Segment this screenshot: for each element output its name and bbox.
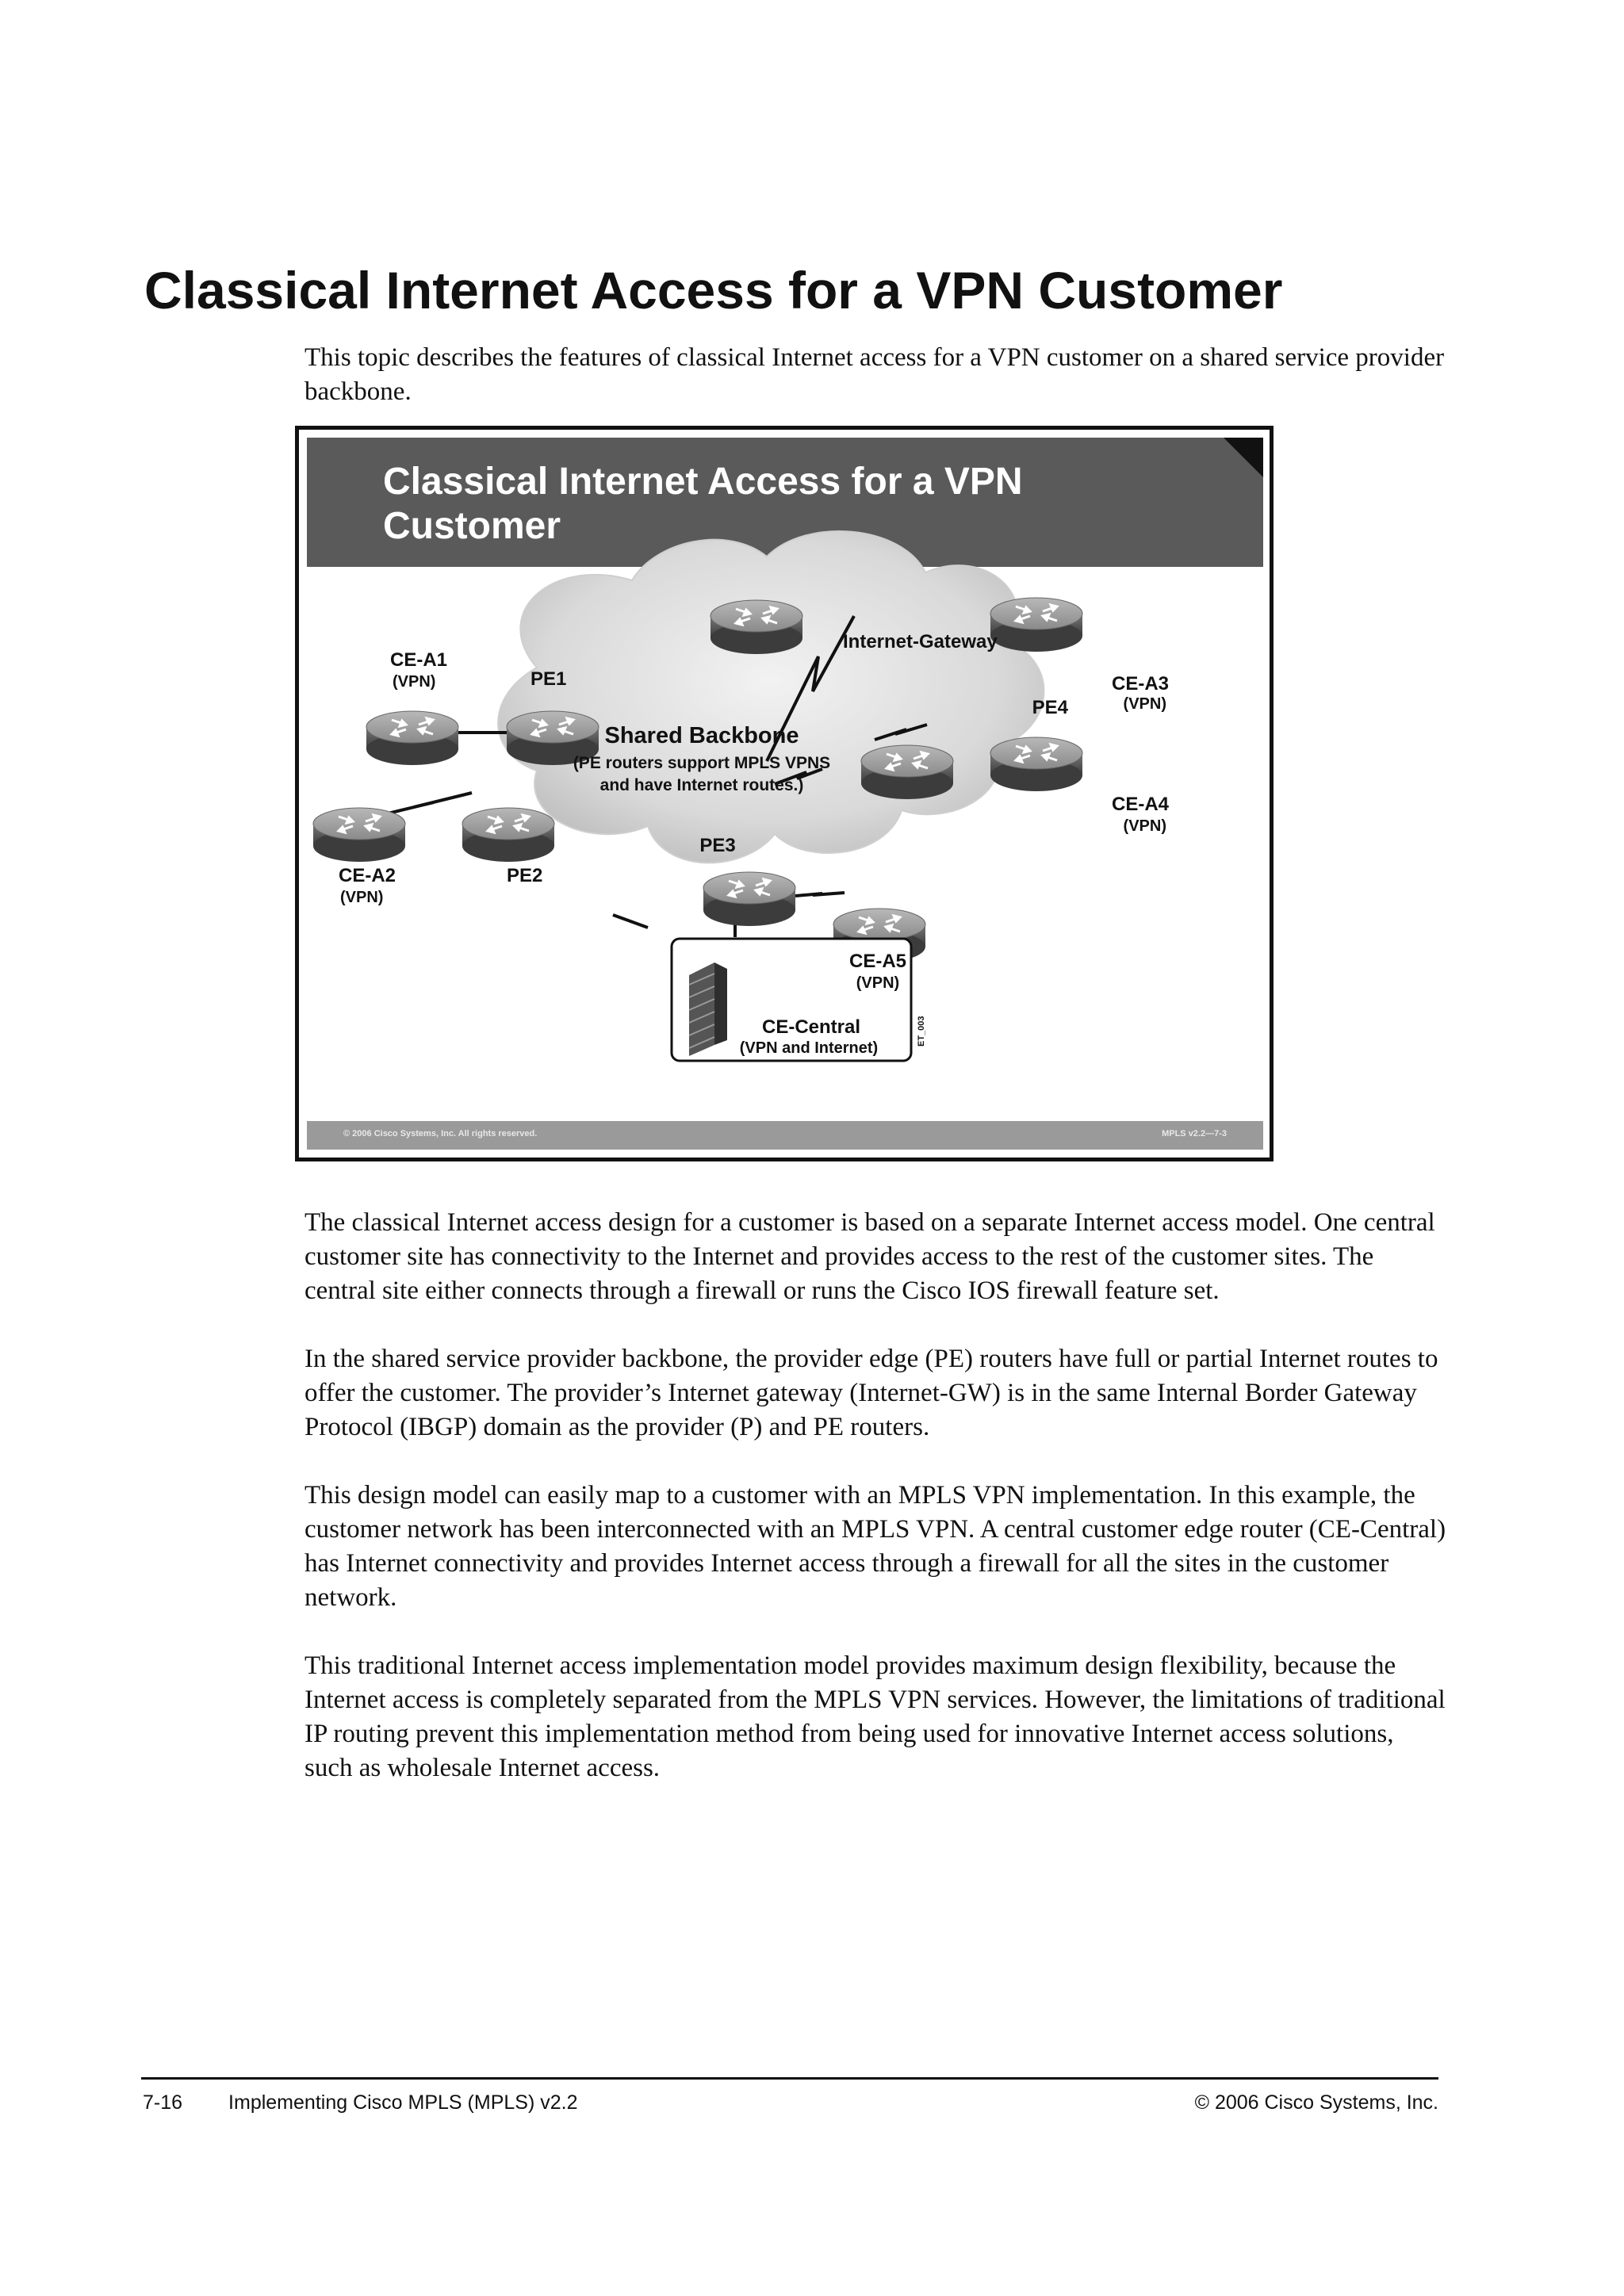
page-footer-left: 7-16 Implementing Cisco MPLS (MPLS) v2.2 [143, 2091, 577, 2114]
body-paragraph: The classical Internet access design for… [304, 1208, 1435, 1305]
body-paragraph: This traditional Internet access impleme… [304, 1651, 1446, 1782]
internet-gateway-label: Internet-Gateway [843, 631, 998, 652]
router-icon [461, 806, 556, 863]
slide-footer-code: MPLS v2.2—7-3 [1162, 1129, 1227, 1138]
page-title: Classical Internet Access for a VPN Cust… [144, 261, 1283, 320]
router-icon [312, 806, 407, 863]
backbone-note-line2: and have Internet routes.) [600, 776, 804, 794]
corner-triangle-icon [1224, 438, 1263, 477]
shared-backbone-label: Shared Backbone [605, 723, 799, 748]
ce-a5-label: CE-A5 [849, 951, 906, 972]
router-icon [365, 710, 460, 767]
ce-a3-label: CE-A3 [1112, 673, 1169, 695]
ce-a4-vpn-label: (VPN) [1124, 817, 1166, 835]
footer-rule [141, 2077, 1438, 2080]
router-icon [860, 744, 955, 801]
body-text: The classical Internet access design for… [304, 1206, 1446, 1820]
backbone-note-line1: (PE routers support MPLS VPNS [573, 754, 830, 772]
page-footer-copyright: © 2006 Cisco Systems, Inc. [1194, 2091, 1438, 2114]
pe2-label: PE2 [507, 865, 542, 886]
firewall-icon [688, 962, 727, 1056]
network-links [374, 615, 928, 937]
image-id-label: ET_003 [917, 1016, 926, 1047]
slide-figure: Classical Internet Access for a VPN Cust… [295, 426, 1274, 1161]
body-paragraph: In the shared service provider backbone,… [304, 1345, 1438, 1441]
pe3-label: PE3 [699, 835, 735, 856]
ce-a5-vpn-label: (VPN) [856, 974, 899, 992]
slide-title: Classical Internet Access for a VPN Cust… [383, 461, 1023, 547]
ce-a2-label: CE-A2 [339, 865, 396, 886]
page-number: 7-16 [143, 2091, 183, 2114]
body-paragraph: This design model can easily map to a cu… [304, 1481, 1446, 1612]
ce-a1-vpn-label: (VPN) [393, 673, 435, 691]
slide-footer: © 2006 Cisco Systems, Inc. All rights re… [307, 1121, 1263, 1150]
ce-central-sub-label: (VPN and Internet) [740, 1039, 878, 1057]
network-diagram: CE-A1 (VPN) PE1 CE-A2 (VPN) PE2 Internet… [312, 530, 1170, 1062]
router-icon [702, 871, 797, 928]
router-icon [709, 599, 804, 656]
serial-link-icon [765, 615, 856, 762]
router-icon [989, 736, 1084, 793]
ce-a1-label: CE-A1 [390, 649, 447, 671]
book-title: Implementing Cisco MPLS (MPLS) v2.2 [228, 2091, 578, 2114]
ce-central-label: CE-Central [762, 1016, 860, 1038]
ce-a2-vpn-label: (VPN) [340, 889, 383, 906]
ce-a3-vpn-label: (VPN) [1124, 695, 1166, 713]
ce-a4-label: CE-A4 [1112, 794, 1170, 815]
pe4-label: PE4 [1032, 697, 1069, 718]
pe1-label: PE1 [530, 668, 566, 690]
router-icon [989, 596, 1084, 653]
slide-footer-copyright: © 2006 Cisco Systems, Inc. All rights re… [343, 1129, 538, 1138]
shared-backbone-cloud-icon [497, 530, 1045, 864]
intro-paragraph: This topic describes the features of cla… [304, 343, 1445, 406]
